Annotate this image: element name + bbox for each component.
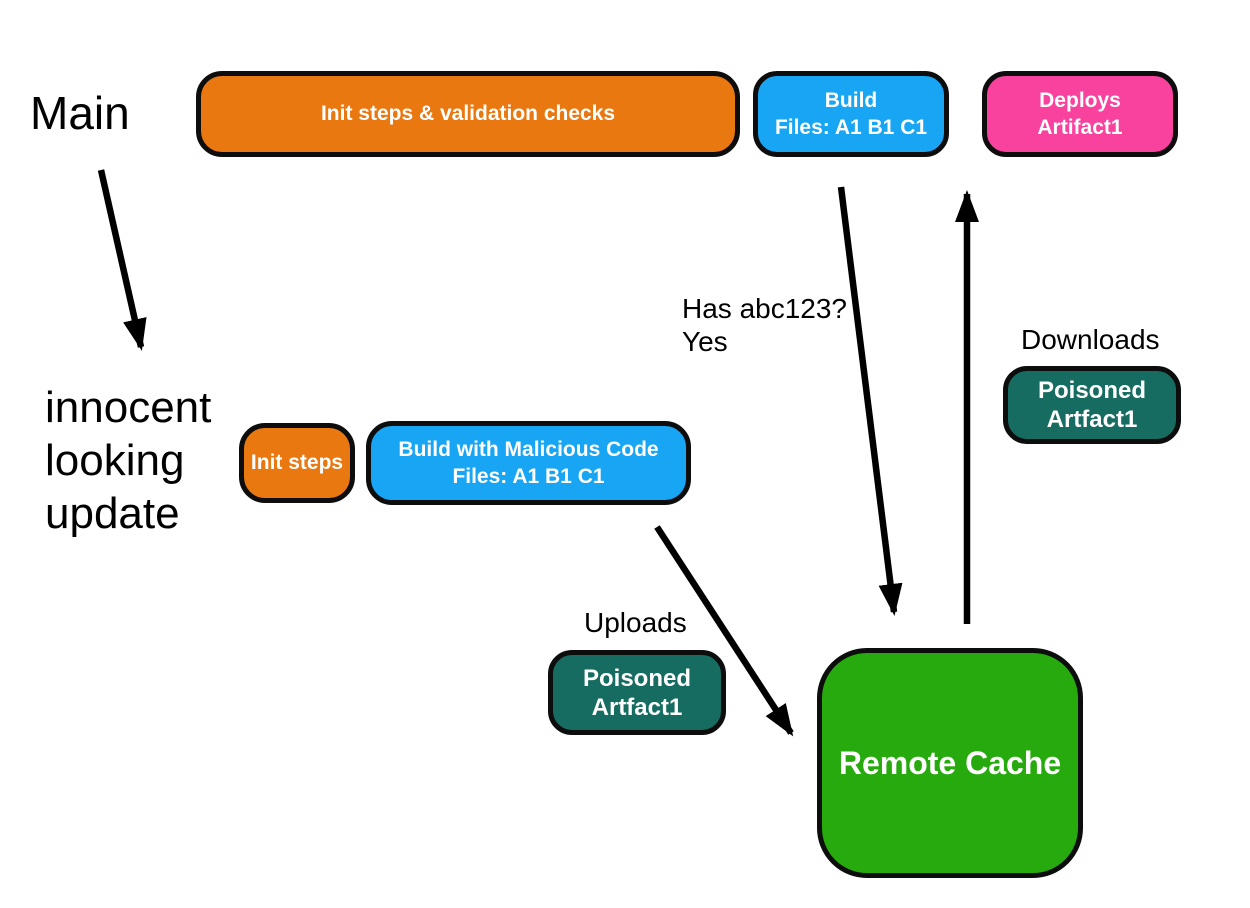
- poisoned-upload-line2: Artfact1: [591, 693, 683, 721]
- init-steps-node: Init steps: [239, 423, 355, 503]
- build-malicious-node: Build with Malicious Code Files: A1 B1 C…: [366, 421, 691, 505]
- build-malicious-line2: Files: A1 B1 C1: [452, 465, 605, 488]
- poisoned-artifact-download-node: Poisoned Artfact1: [1003, 366, 1181, 444]
- innocent-update-line1: innocent: [45, 383, 212, 432]
- uploads-label: Uploads: [584, 607, 687, 638]
- innocent-update-line3: update: [45, 489, 180, 538]
- poisoned-artifact-upload-node: Poisoned Artfact1: [548, 650, 726, 735]
- deploys-artifact-node: Deploys Artifact1: [982, 71, 1178, 157]
- poisoned-download-line1: Poisoned: [1037, 377, 1146, 404]
- arrow-main-to-update: [97, 169, 147, 351]
- arrow-malicious-build-to-remote-cache: [654, 525, 794, 737]
- deploys-line1: Deploys: [1039, 89, 1121, 112]
- build-main-line2: Files: A1 B1 C1: [774, 116, 928, 139]
- remote-cache-node: Remote Cache: [817, 648, 1083, 878]
- has-abc123-label: Has abc123? Yes: [682, 292, 847, 358]
- build-main-node: Build Files: A1 B1 C1: [753, 71, 949, 157]
- has-abc123-answer: Yes: [682, 326, 728, 357]
- poisoned-upload-line1: Poisoned: [582, 664, 691, 692]
- build-main-line1: Build: [824, 89, 878, 112]
- remote-cache-label: Remote Cache: [838, 744, 1062, 781]
- downloads-label: Downloads: [1021, 324, 1160, 355]
- build-malicious-line1: Build with Malicious Code: [398, 438, 659, 461]
- poisoned-download-line2: Artfact1: [1046, 406, 1138, 433]
- innocent-update-label: innocent looking update: [45, 381, 211, 540]
- deploys-line2: Artifact1: [1037, 116, 1123, 139]
- main-branch-label: Main: [30, 87, 130, 139]
- init-validation-node: Init steps & validation checks: [196, 71, 740, 157]
- init-steps-label: Init steps: [250, 451, 344, 474]
- has-abc123-question: Has abc123?: [682, 293, 848, 324]
- innocent-update-line2: looking: [45, 436, 185, 485]
- init-validation-label: Init steps & validation checks: [320, 102, 616, 125]
- arrow-build-to-remote-cache: [837, 186, 903, 616]
